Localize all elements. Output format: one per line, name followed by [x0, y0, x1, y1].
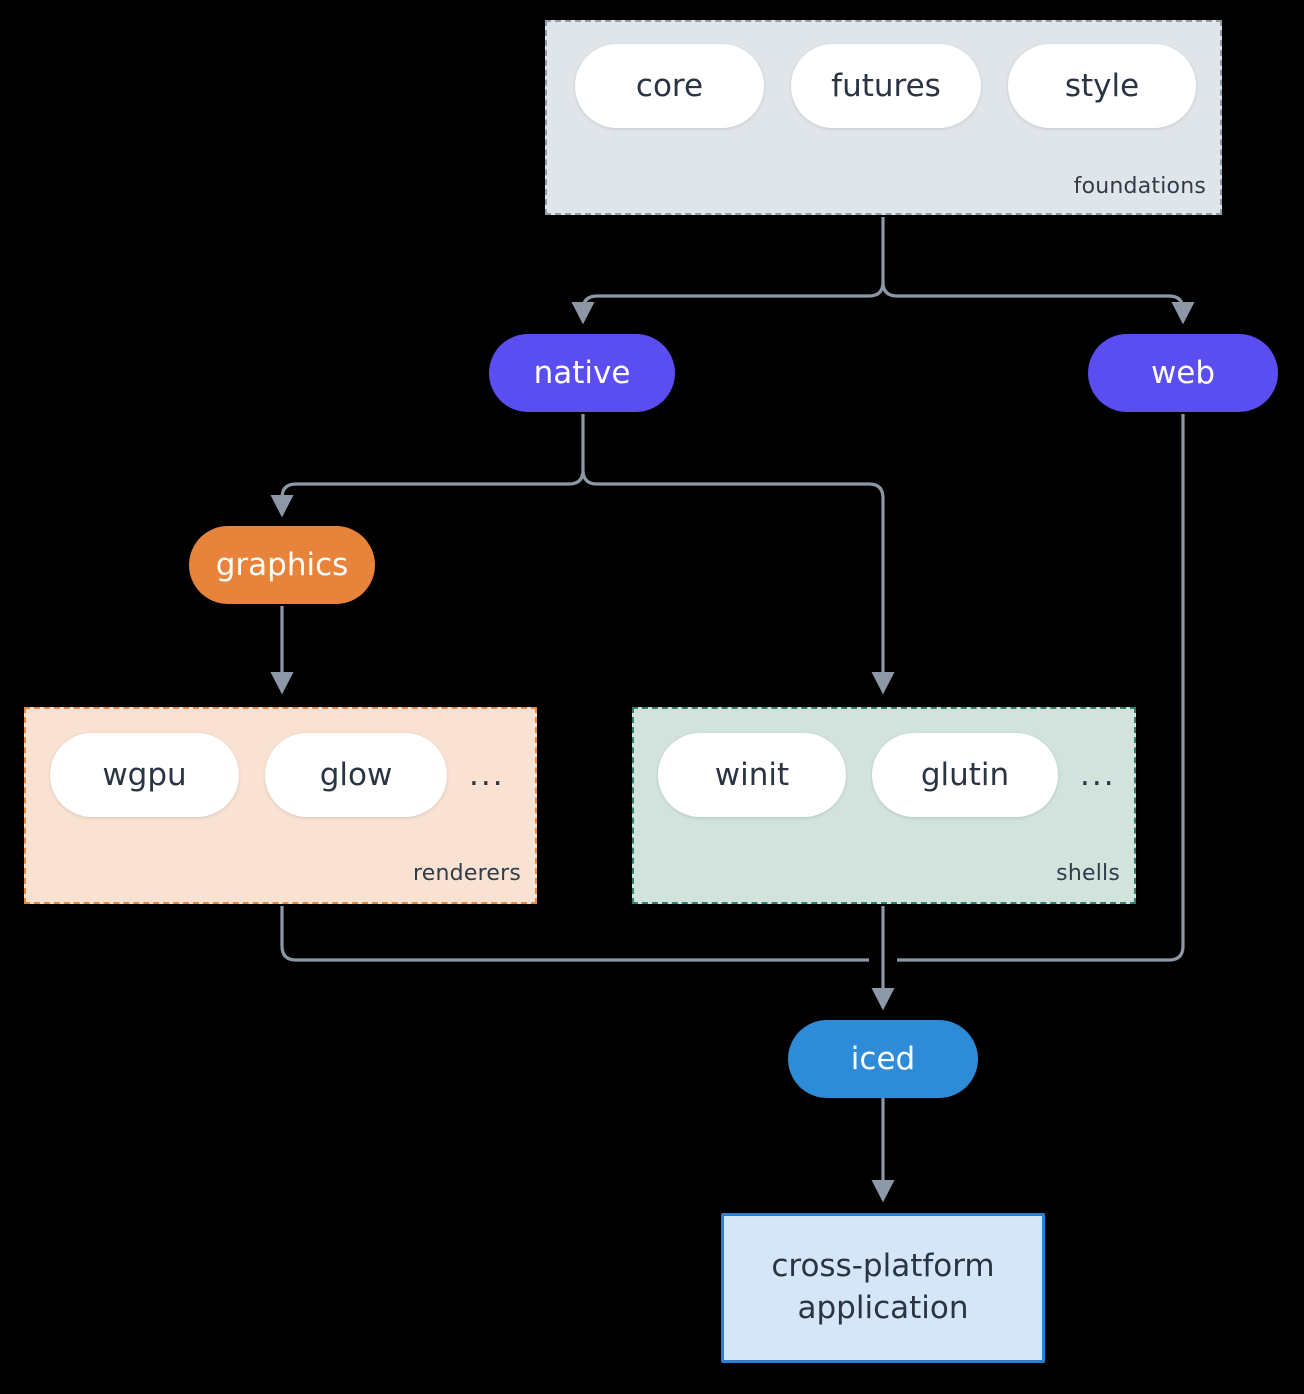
- group-label-foundations: foundations: [1073, 174, 1206, 199]
- edge-native-to-shells: [581, 469, 895, 695]
- node-web-label: web: [1150, 355, 1216, 391]
- group-label-shells: shells: [1056, 861, 1120, 886]
- group-label-renderers: renderers: [413, 861, 521, 886]
- foundations-items: core futures style: [575, 44, 1196, 128]
- leaf-style[interactable]: style: [1008, 44, 1196, 128]
- edge-foundations-to-web: [881, 281, 1195, 325]
- node-cross-platform-application[interactable]: cross-platform application: [721, 1213, 1045, 1363]
- leaf-glutin[interactable]: glutin: [872, 733, 1058, 817]
- shells-items: winit glutin ...: [658, 733, 1126, 817]
- leaf-glow[interactable]: glow: [265, 733, 447, 817]
- node-iced-label: iced: [850, 1041, 916, 1077]
- leaf-wgpu[interactable]: wgpu: [50, 733, 239, 817]
- renderers-ellipsis: ...: [469, 756, 505, 793]
- group-shells: winit glutin ... shells: [632, 707, 1136, 904]
- leaf-glow-label: glow: [319, 757, 393, 793]
- leaf-futures[interactable]: futures: [791, 44, 981, 128]
- application-label-line2: application: [797, 1290, 969, 1326]
- leaf-style-label: style: [1064, 68, 1140, 104]
- node-web[interactable]: web: [1088, 334, 1278, 412]
- renderers-items: wgpu glow ...: [50, 733, 515, 817]
- leaf-winit[interactable]: winit: [658, 733, 846, 817]
- node-native[interactable]: native: [489, 334, 675, 412]
- leaf-core-label: core: [635, 68, 704, 104]
- application-label-line1: cross-platform: [771, 1248, 995, 1285]
- edge-renderers-to-iced: [280, 906, 869, 962]
- group-renderers: wgpu glow ... renderers: [24, 707, 537, 904]
- leaf-core[interactable]: core: [575, 44, 764, 128]
- edge-foundations-to-native: [571, 281, 885, 325]
- node-iced[interactable]: iced: [788, 1020, 978, 1098]
- shells-ellipsis: ...: [1080, 756, 1116, 793]
- edge-native-to-graphics: [270, 469, 585, 518]
- node-native-label: native: [533, 355, 631, 391]
- node-graphics-label: graphics: [215, 547, 349, 583]
- leaf-glutin-label: glutin: [920, 757, 1010, 793]
- group-foundations: core futures style foundations: [545, 20, 1222, 215]
- leaf-futures-label: futures: [831, 68, 941, 104]
- leaf-wgpu-label: wgpu: [102, 757, 187, 793]
- leaf-winit-label: winit: [714, 757, 790, 793]
- node-graphics[interactable]: graphics: [189, 526, 375, 604]
